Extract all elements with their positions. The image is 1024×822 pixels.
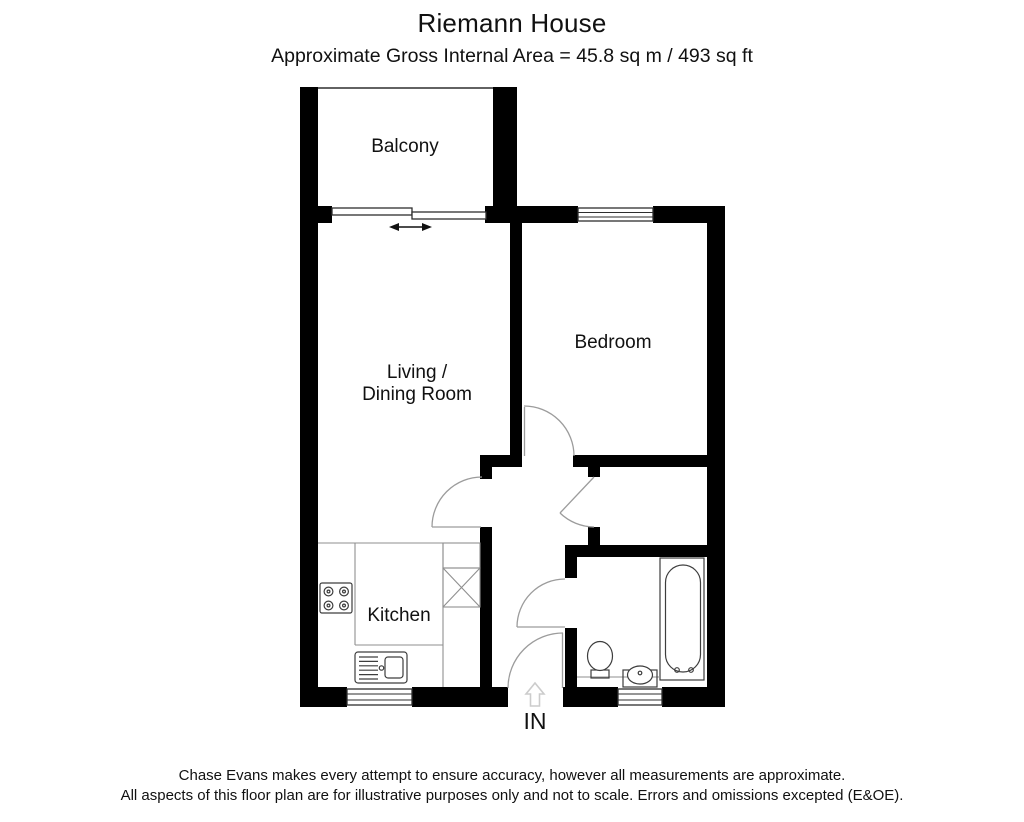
hall-north-wall xyxy=(480,455,522,467)
page-subtitle: Approximate Gross Internal Area = 45.8 s… xyxy=(271,45,753,67)
bottom-wall-3 xyxy=(563,687,618,707)
top-wall-left-of-window xyxy=(485,206,578,223)
hob xyxy=(319,582,353,614)
kitchen-sink xyxy=(354,651,408,684)
bathroom-west-wall-upper xyxy=(565,545,577,578)
kitchen-window xyxy=(346,688,413,706)
balcony-label: Balcony xyxy=(371,136,439,157)
basin xyxy=(622,665,658,688)
bathroom-door xyxy=(516,578,566,628)
kitchen-tall-unit xyxy=(442,567,481,608)
cupboard-stub-top xyxy=(588,467,600,477)
bathroom-top-wall xyxy=(577,545,707,557)
living-bedroom-divider xyxy=(510,220,522,457)
entrance-label: IN xyxy=(524,708,547,734)
disclaimer-line2: All aspects of this floor plan are for i… xyxy=(120,787,904,804)
entry-arrow-icon xyxy=(524,681,546,707)
bedroom-label: Bedroom xyxy=(574,332,651,353)
hall-north-stub xyxy=(480,467,492,479)
cupboard-stub-bottom xyxy=(588,527,600,547)
bathroom-west-wall-lower xyxy=(565,628,577,688)
kitchen-hall-wall xyxy=(480,527,492,687)
balcony-sliding-door xyxy=(331,207,487,231)
kitchen-label: Kitchen xyxy=(367,605,430,626)
bedroom-window xyxy=(577,207,654,222)
bathtub xyxy=(659,557,705,681)
bedroom-south-wall xyxy=(573,455,707,467)
toilet xyxy=(586,640,614,679)
living-room-door xyxy=(431,476,483,528)
walls xyxy=(300,87,725,707)
bottom-wall-4 xyxy=(662,687,725,707)
sliding-door-left-stub xyxy=(300,206,332,223)
entrance-door xyxy=(507,632,564,689)
storage-cupboard-door xyxy=(559,476,595,528)
bedroom-door xyxy=(523,405,575,457)
balcony-right-wall xyxy=(493,87,517,208)
living-room-label-line1: Living / xyxy=(387,362,448,383)
living-room-label-line2: Dining Room xyxy=(362,384,472,405)
disclaimer-line1: Chase Evans makes every attempt to ensur… xyxy=(178,767,846,784)
bathroom-window xyxy=(617,688,663,706)
left-wall xyxy=(300,87,318,707)
slide-direction-arrow xyxy=(389,223,432,231)
right-wall xyxy=(707,206,725,707)
page-title: Riemann House xyxy=(417,8,607,38)
disclaimer: Chase Evans makes every attempt to ensur… xyxy=(0,766,1024,806)
bottom-wall-2 xyxy=(412,687,508,707)
bottom-wall-1 xyxy=(300,687,347,707)
